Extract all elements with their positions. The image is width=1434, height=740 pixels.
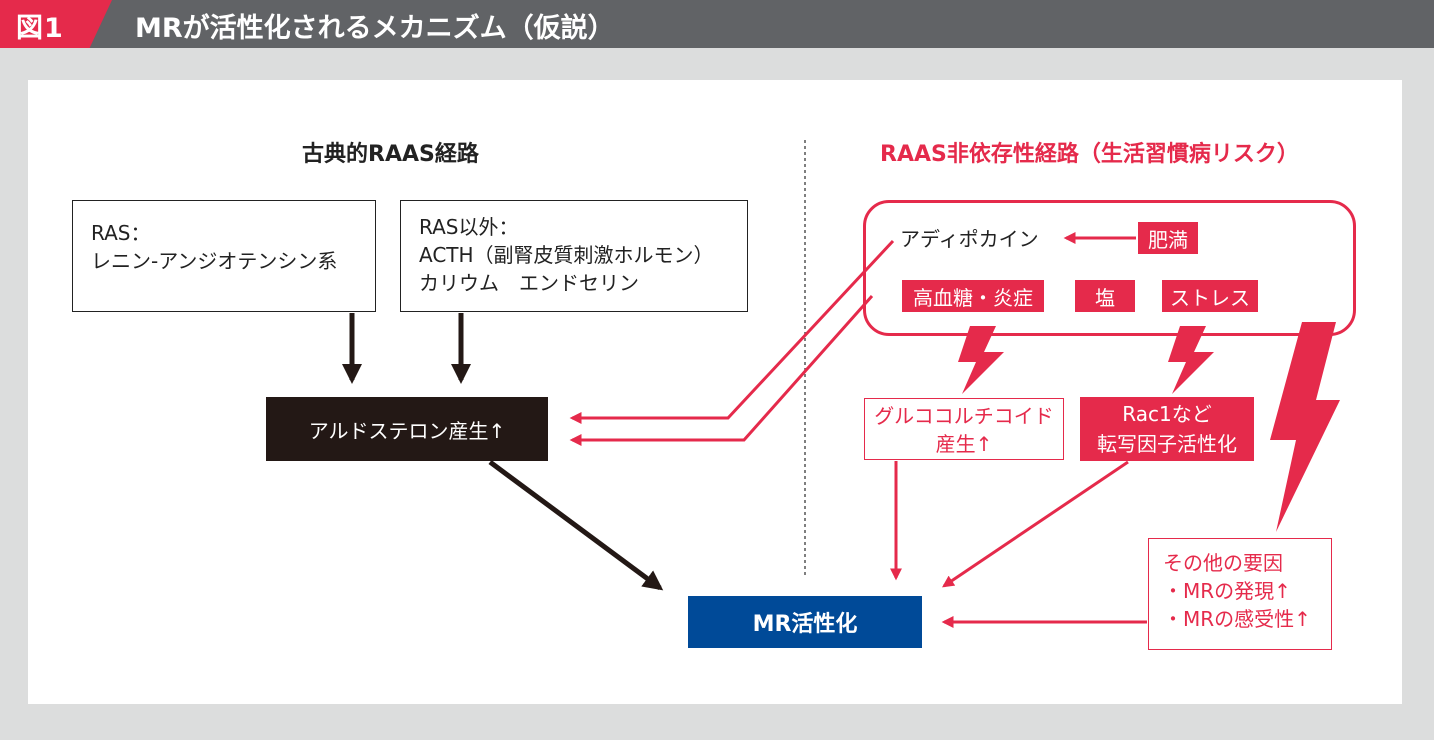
lifestyle-risk-frame	[863, 200, 1356, 336]
glucocorticoid-line-2: 産生↑	[935, 432, 993, 456]
other-factors-line-2: ・MRの発現↑	[1163, 579, 1291, 603]
rac1-to-mr-arrow	[942, 460, 1129, 588]
ras-box-line-2: レニン-アンジオテンシン系	[91, 249, 338, 273]
lightning-bolt-glucocorticoid	[958, 326, 1004, 394]
other-factors-line-1: その他の要因	[1163, 551, 1283, 575]
stress-tag: ストレス	[1162, 280, 1258, 312]
obesity-tag: 肥満	[1138, 222, 1198, 254]
adipokine-label: アディポカイン	[900, 227, 1039, 251]
rac1-line-1: Rac1など	[1122, 402, 1212, 426]
rac1-box: Rac1など 転写因子活性化	[1080, 397, 1254, 461]
figure-title: MRが活性化されるメカニズム（仮説）	[135, 13, 615, 44]
hyperglycemia-tag: 高血糖・炎症	[902, 280, 1044, 312]
aldosterone-to-mr-arrow	[488, 459, 664, 591]
mr-activation-box: MR活性化	[688, 596, 922, 648]
lightning-bolt-rac1	[1168, 326, 1214, 394]
ras-box-line-1: RAS：	[91, 221, 151, 245]
other-factors-line-3: ・MRの感受性↑	[1163, 607, 1311, 631]
glucocorticoid-box: グルココルチコイド 産生↑	[864, 398, 1064, 460]
other-factors-box: その他の要因 ・MRの発現↑ ・MRの感受性↑	[1148, 538, 1332, 650]
salt-tag: 塩	[1075, 280, 1135, 312]
non-ras-box-line-1: RAS以外：	[419, 215, 519, 239]
non-ras-box: RAS以外： ACTH（副腎皮質刺激ホルモン） カリウム エンドセリン	[400, 200, 748, 312]
adipokine-to-aldosterone-arrow-1	[569, 239, 895, 424]
glucocorticoid-line-1: グルココルチコイド	[874, 404, 1054, 428]
non-ras-box-line-2: ACTH（副腎皮質刺激ホルモン）	[419, 243, 714, 267]
figure-number: 図1	[16, 13, 64, 44]
adipokine-to-aldosterone-arrow-2	[569, 295, 874, 446]
lightning-bolt-other	[1270, 322, 1340, 532]
header-bar: 図1 MRが活性化されるメカニズム（仮説）	[0, 0, 1434, 48]
ras-box: RAS： レニン-アンジオテンシン系	[72, 200, 376, 312]
non-ras-box-line-3: カリウム エンドセリン	[419, 271, 639, 295]
aldosterone-box: アルドステロン産生↑	[266, 397, 548, 461]
raas-independent-heading: RAAS非依存性経路（生活習慣病リスク）	[880, 142, 1299, 167]
rac1-line-2: 転写因子活性化	[1097, 432, 1237, 456]
classic-raas-heading: 古典的RAAS経路	[302, 142, 479, 167]
